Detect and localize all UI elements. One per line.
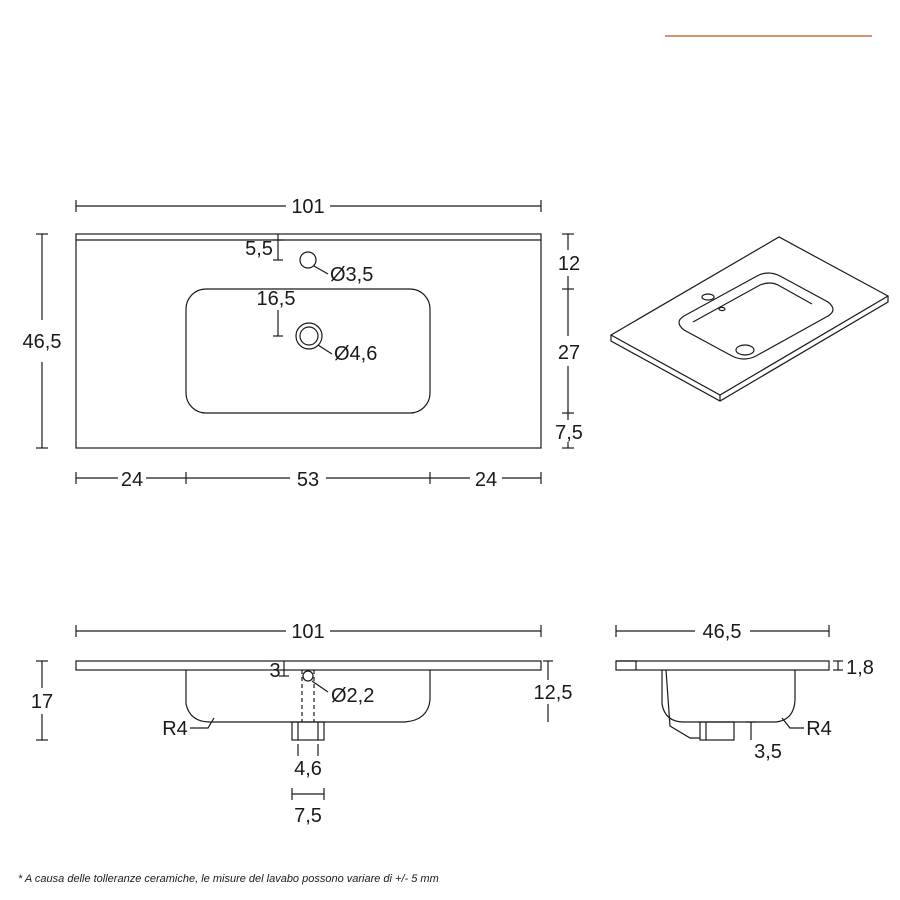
front-drain bbox=[291, 721, 325, 741]
label-overflow-hole: Ø2,2 bbox=[331, 685, 374, 707]
leader-overflow bbox=[311, 680, 329, 693]
front-slab bbox=[75, 660, 542, 671]
label-drain-offset: 16,5 bbox=[257, 288, 296, 310]
tap-hole-icon bbox=[299, 251, 317, 269]
dimension-labels: 101 46,5 5,5 Ø3,5 16,5 Ø4,6 12 27 7,5 24… bbox=[23, 196, 874, 827]
label-top-width: 101 bbox=[291, 196, 324, 218]
label-side-depth: 46,5 bbox=[703, 621, 742, 643]
label-drain-hole: Ø4,6 bbox=[334, 343, 377, 365]
label-tap-offset: 5,5 bbox=[245, 238, 273, 260]
label-bottom-left: 24 bbox=[121, 469, 143, 491]
label-bottom-mid: 53 bbox=[297, 469, 319, 491]
drain-hole-icon bbox=[295, 322, 323, 350]
side-drain bbox=[699, 721, 735, 741]
top-view bbox=[36, 200, 574, 484]
top-view-outline bbox=[75, 233, 542, 449]
label-bottom-right: 24 bbox=[475, 469, 497, 491]
side-apron bbox=[665, 669, 700, 739]
label-drain-width: 4,6 bbox=[294, 758, 322, 780]
leader-tap bbox=[313, 265, 329, 275]
overflow-hole-icon bbox=[302, 670, 314, 682]
label-front-height: 17 bbox=[31, 691, 53, 713]
side-back-lip bbox=[616, 660, 637, 670]
front-view bbox=[36, 625, 553, 800]
leader-drain bbox=[317, 344, 333, 355]
drain-hole-inner-icon bbox=[299, 326, 319, 346]
side-slab bbox=[615, 660, 830, 671]
label-right-bottom: 7,5 bbox=[555, 422, 583, 444]
side-basin bbox=[661, 670, 796, 723]
front-basin bbox=[185, 670, 431, 723]
label-front-width: 101 bbox=[291, 621, 324, 643]
label-tap-hole: Ø3,5 bbox=[330, 264, 373, 286]
label-side-radius: R4 bbox=[806, 718, 832, 740]
label-overflow-offset: 3 bbox=[269, 660, 280, 682]
label-front-radius: R4 bbox=[162, 718, 188, 740]
label-right-mid: 27 bbox=[558, 342, 580, 364]
perspective-basin bbox=[678, 272, 834, 360]
top-view-basin bbox=[185, 288, 431, 414]
perspective-top-surface bbox=[609, 236, 890, 396]
label-right-top: 12 bbox=[558, 253, 580, 275]
perspective-thickness bbox=[610, 296, 889, 402]
perspective-tap-hole-icon bbox=[701, 293, 715, 301]
label-top-depth: 46,5 bbox=[23, 331, 62, 353]
label-drain-outer: 7,5 bbox=[294, 805, 322, 827]
leader-radius-front bbox=[190, 717, 215, 729]
perspective-basin-inner bbox=[692, 282, 813, 323]
side-view bbox=[615, 625, 843, 741]
perspective-drain-icon bbox=[735, 344, 755, 356]
perspective-view bbox=[609, 236, 890, 402]
label-side-drain: 3,5 bbox=[754, 741, 782, 763]
footnote: * A causa delle tolleranze ceramiche, le… bbox=[18, 873, 439, 885]
perspective-overflow-icon bbox=[718, 306, 726, 312]
label-side-slab: 1,8 bbox=[846, 657, 874, 679]
label-basin-depth: 12,5 bbox=[534, 682, 573, 704]
leader-radius-side bbox=[781, 717, 804, 729]
accent-rule bbox=[665, 35, 872, 37]
